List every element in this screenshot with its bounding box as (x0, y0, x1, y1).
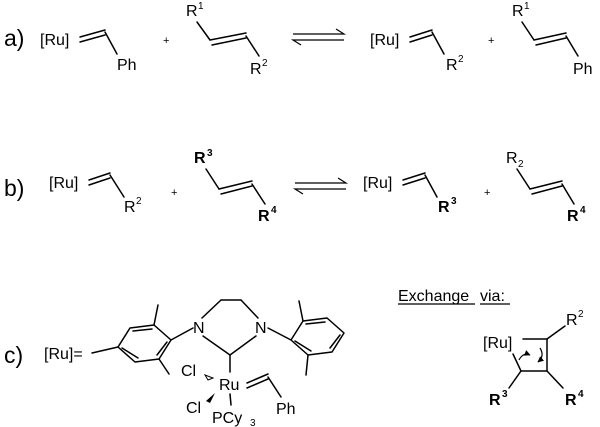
exchange-caption: Exchange via: (398, 288, 510, 305)
label-c: c) (4, 342, 23, 368)
svg-text:3: 3 (207, 148, 213, 159)
pcy-label: PCy (212, 410, 242, 427)
r-label: R (489, 392, 501, 409)
svg-text:4: 4 (580, 205, 586, 216)
equilibrium-arrows-a (290, 28, 347, 46)
svg-text:4: 4 (271, 205, 277, 216)
svg-text:3: 3 (250, 418, 256, 427)
svg-text:2: 2 (458, 54, 464, 65)
exchange-via: via: (480, 288, 505, 305)
r-label: R (194, 150, 206, 167)
ru-metal-label: Ru (219, 377, 239, 394)
svg-text:1: 1 (524, 1, 530, 12)
ru-ylidene-label: [Ru]= (44, 346, 83, 363)
ru-fragment: [Ru] (483, 335, 512, 352)
svg-text:1: 1 (198, 1, 204, 12)
svg-text:4: 4 (578, 389, 584, 400)
svg-text:2: 2 (262, 58, 268, 69)
row-a-product-carbene: [Ru] R 2 (370, 29, 464, 74)
row-b-product-olefin: R 2 R 4 (506, 150, 586, 225)
r-label: R (506, 150, 518, 167)
plus-sign: + (488, 35, 494, 47)
plus-sign: + (163, 35, 169, 47)
r-label: R (124, 199, 136, 216)
r-label: R (512, 3, 524, 20)
row-a-reactant-olefin: R 1 R 2 (186, 1, 268, 78)
ru-fragment: [Ru] (363, 175, 392, 192)
r-label: R (186, 3, 198, 20)
ph-label: Ph (276, 401, 296, 418)
svg-text:3: 3 (451, 196, 457, 207)
n-label: N (255, 320, 267, 337)
r-label: R (565, 392, 577, 409)
row-a-product-olefin: R 1 Ph (512, 1, 593, 78)
row-b-reactant-carbene: [Ru] R 2 (49, 172, 142, 216)
cl-label: Cl (186, 400, 201, 417)
label-b: b) (4, 175, 24, 201)
n-label: N (193, 320, 205, 337)
plus-sign: + (484, 187, 490, 199)
row-b-reactant-olefin: R 3 R 4 (194, 148, 277, 225)
svg-text:3: 3 (502, 389, 508, 400)
cl-label: Cl (181, 363, 196, 380)
svg-text:2: 2 (578, 309, 584, 320)
svg-text:2: 2 (136, 196, 142, 207)
r-label: R (567, 208, 579, 225)
svg-text:2: 2 (518, 159, 524, 170)
label-a: a) (4, 25, 24, 51)
r-label: R (250, 61, 262, 78)
row-a-reactant-carbene: [Ru] Ph (40, 29, 137, 74)
equilibrium-arrows-b (292, 177, 349, 195)
r-label: R (446, 57, 458, 74)
r-label: R (258, 208, 270, 225)
exchange-word: Exchange (398, 288, 469, 305)
ph-label: Ph (573, 61, 593, 78)
r-label: R (438, 199, 450, 216)
ru-fragment: [Ru] (40, 32, 69, 49)
ph-label: Ph (117, 57, 137, 74)
ru-fragment: [Ru] (49, 175, 78, 192)
grubbs-catalyst-structure: [Ru]= N N Ru Cl (44, 299, 345, 427)
metallacyclobutane-intermediate: [Ru] R 2 R 3 R 4 (483, 309, 584, 409)
row-b-product-carbene: [Ru] R 3 (363, 172, 457, 216)
plus-sign: + (171, 187, 177, 199)
ru-fragment: [Ru] (370, 32, 399, 49)
r-label: R (566, 312, 578, 329)
